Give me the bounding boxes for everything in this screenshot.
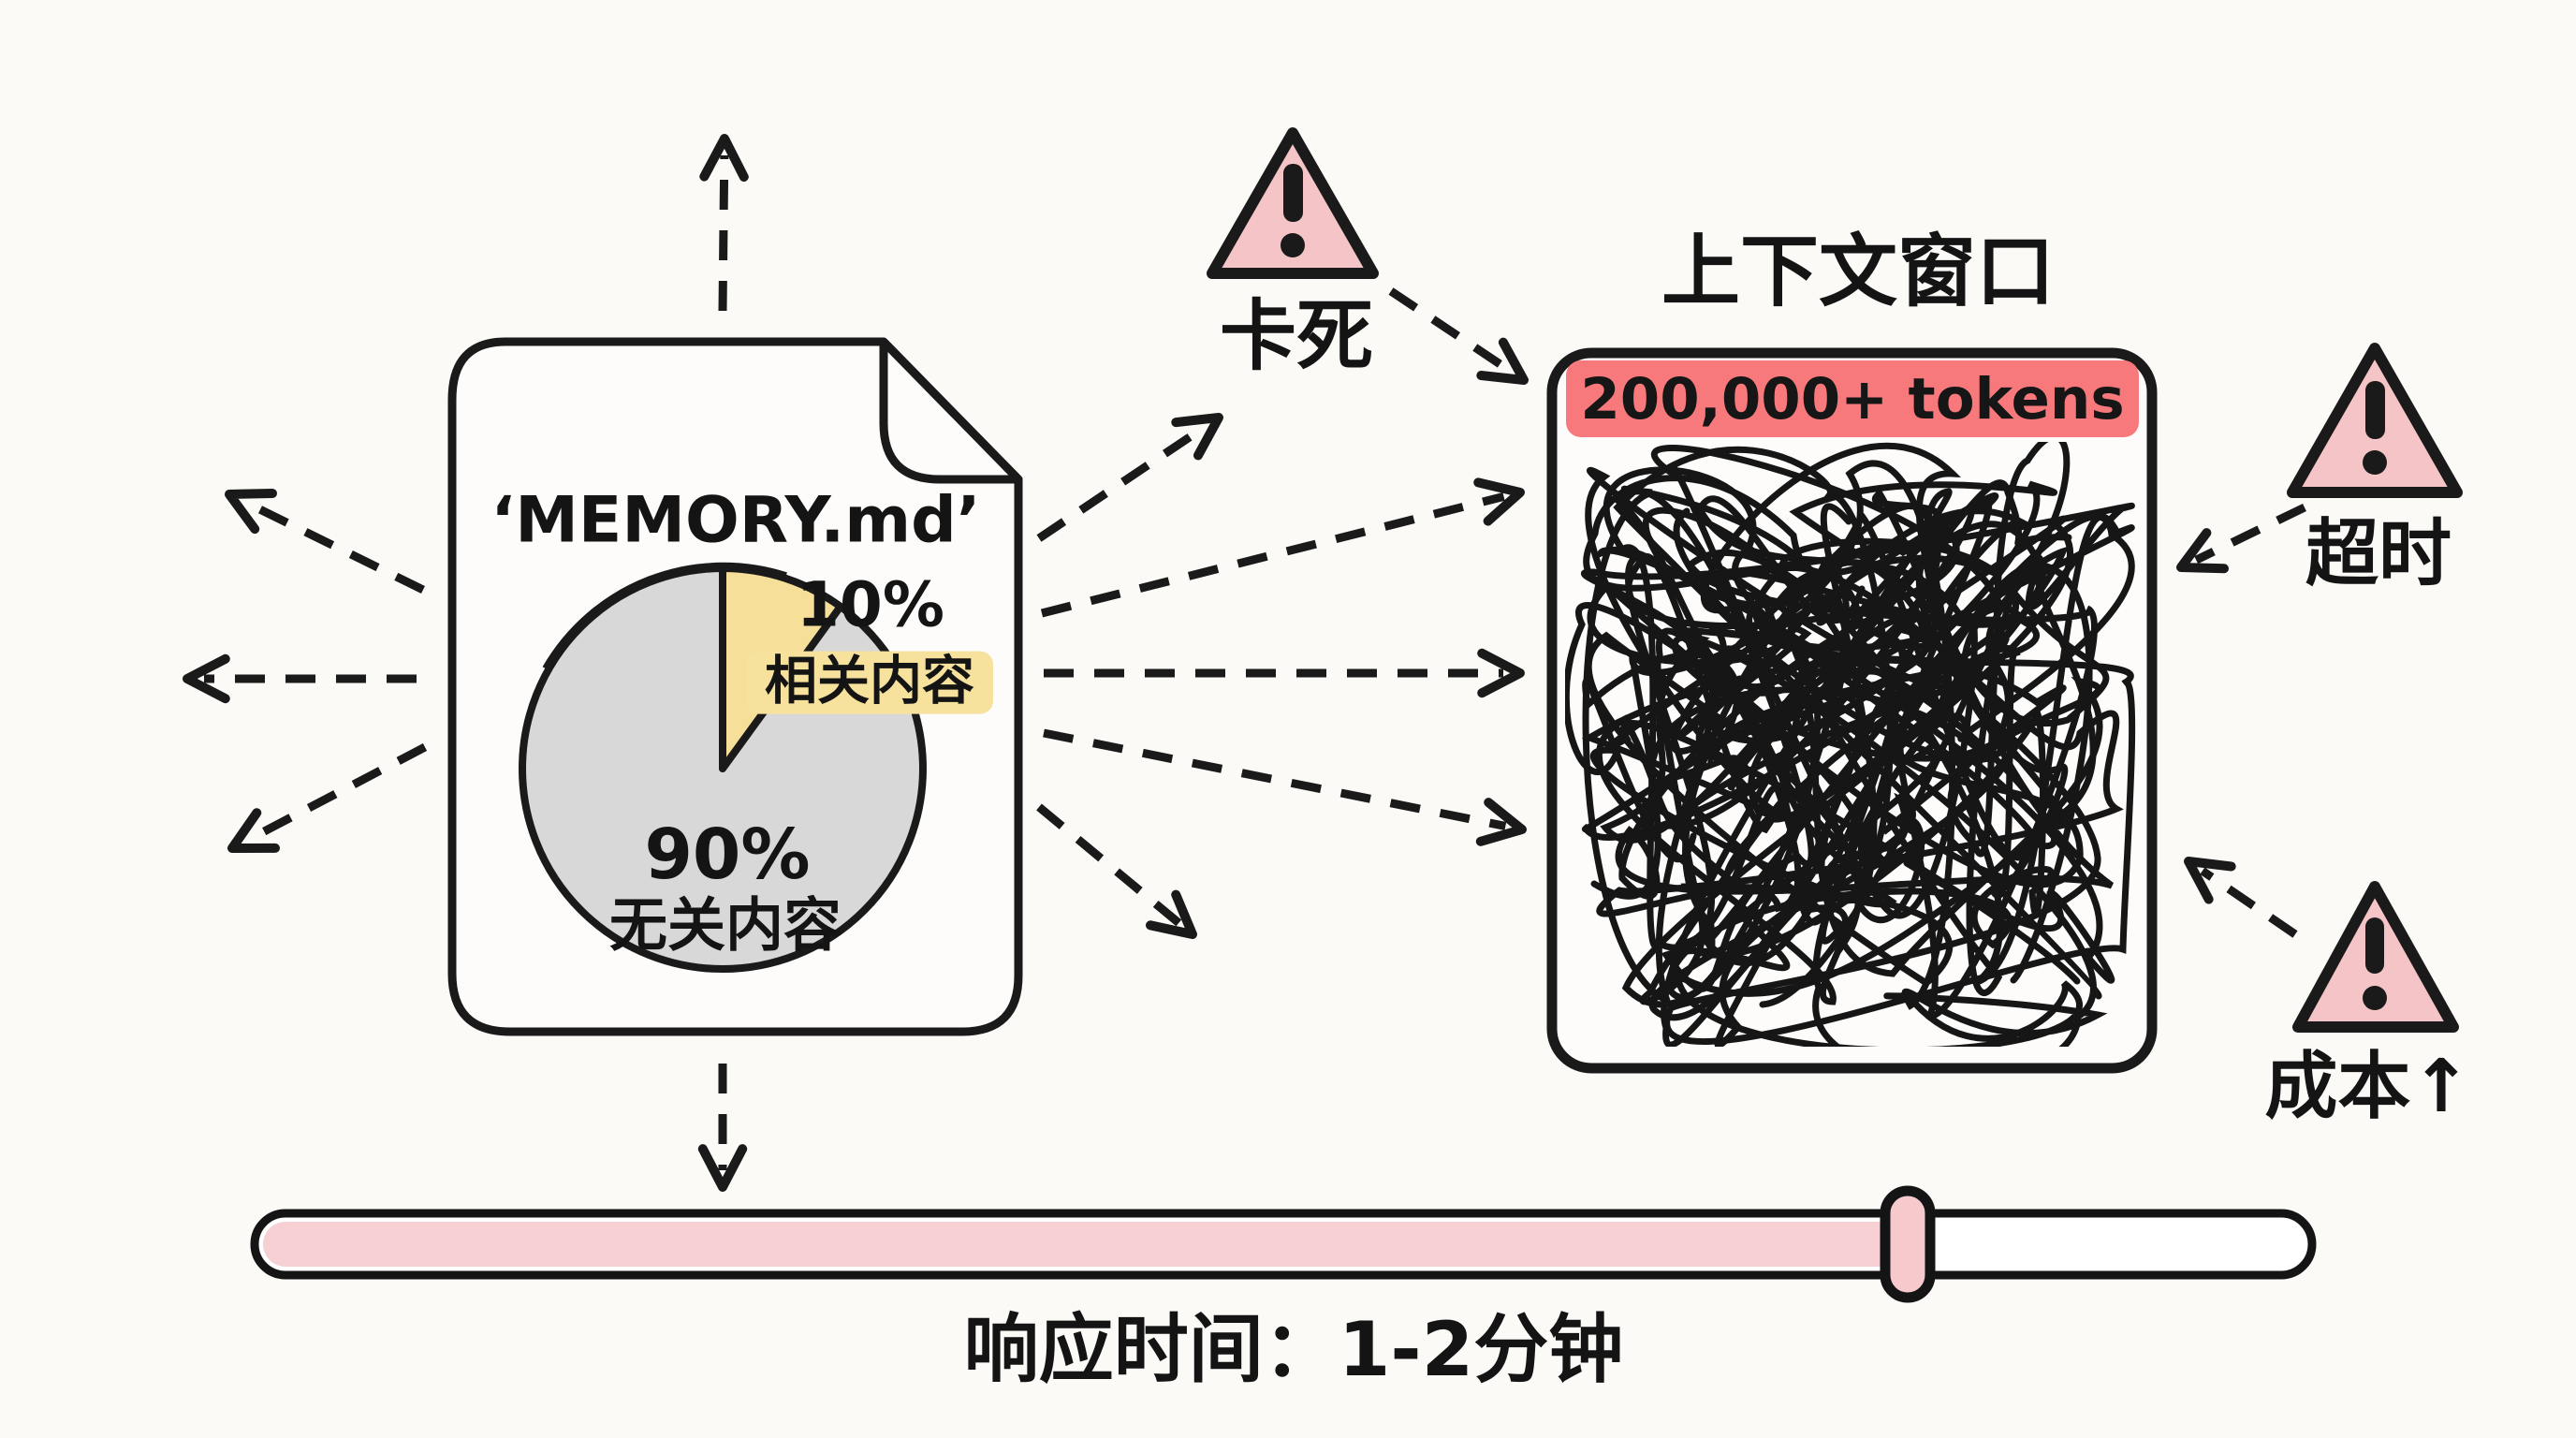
arrow-timeout-to-window <box>2194 503 2306 565</box>
context-window-title: 上下文窗口 <box>1661 225 2056 317</box>
pie-relevant-label: 相关内容 <box>746 651 993 714</box>
arrow-right-down <box>1043 728 1507 830</box>
arrow-head <box>183 653 230 704</box>
arrow-head <box>1146 889 1197 939</box>
arrow-head <box>1476 337 1529 385</box>
arrow-head <box>1475 798 1527 846</box>
token-count-text: 200,000+ tokens <box>1580 365 2125 433</box>
pie-irrelevant-label: 无关内容 <box>608 890 842 960</box>
arrow-head <box>227 808 280 853</box>
context-window-box <box>1546 347 2158 1074</box>
arrow-head <box>2176 528 2229 574</box>
warning-label-timeout: 超时 <box>2305 512 2452 597</box>
pie-irrelevant-pct: 90% <box>644 814 811 896</box>
dashed-arrows <box>183 134 2306 1192</box>
warning-icon-cost <box>2292 881 2459 1033</box>
arrow-cost-to-window <box>2200 867 2298 938</box>
warning-label-cost: 成本↑ <box>2264 1045 2472 1130</box>
arrow-head <box>1473 477 1525 526</box>
arrow-right-steep-down <box>1036 803 1183 927</box>
scribble-tangle <box>1565 442 2136 1047</box>
arrow-head <box>699 134 749 182</box>
scribble-stroke <box>1581 443 2135 1047</box>
arrow-right-up <box>1040 492 1505 618</box>
arrow-head <box>225 489 277 535</box>
arrow-head <box>1171 413 1223 461</box>
folded-corner <box>879 337 1023 484</box>
warning-icon-stuck <box>1207 127 1379 279</box>
scribble-stroke <box>1582 460 2108 1047</box>
arrow-stuck-to-window <box>1388 287 1513 374</box>
arrow-left-up <box>242 497 425 594</box>
arrow-right-steep-up <box>1036 423 1208 542</box>
response-time-bar <box>250 1185 2317 1303</box>
arrow-head <box>1477 648 1525 698</box>
token-count-banner: 200,000+ tokens <box>1566 360 2139 437</box>
arrow-left-down <box>244 743 428 844</box>
arrow-up <box>718 154 729 312</box>
warning-label-stuck: 卡死 <box>1219 291 1374 381</box>
pie-relevant-pct: 10% <box>797 568 944 641</box>
progress-fill <box>263 1222 1910 1267</box>
scribble-stroke <box>1596 479 2124 1021</box>
warning-icon-timeout <box>2287 343 2463 498</box>
memory-file-title: ‘MEMORY.md’ <box>490 483 981 558</box>
progress-handle <box>1880 1185 1936 1303</box>
arrow-head <box>2184 857 2236 904</box>
response-time-label: 响应时间：1-2分钟 <box>963 1306 1624 1393</box>
arrow-head <box>697 1144 748 1192</box>
